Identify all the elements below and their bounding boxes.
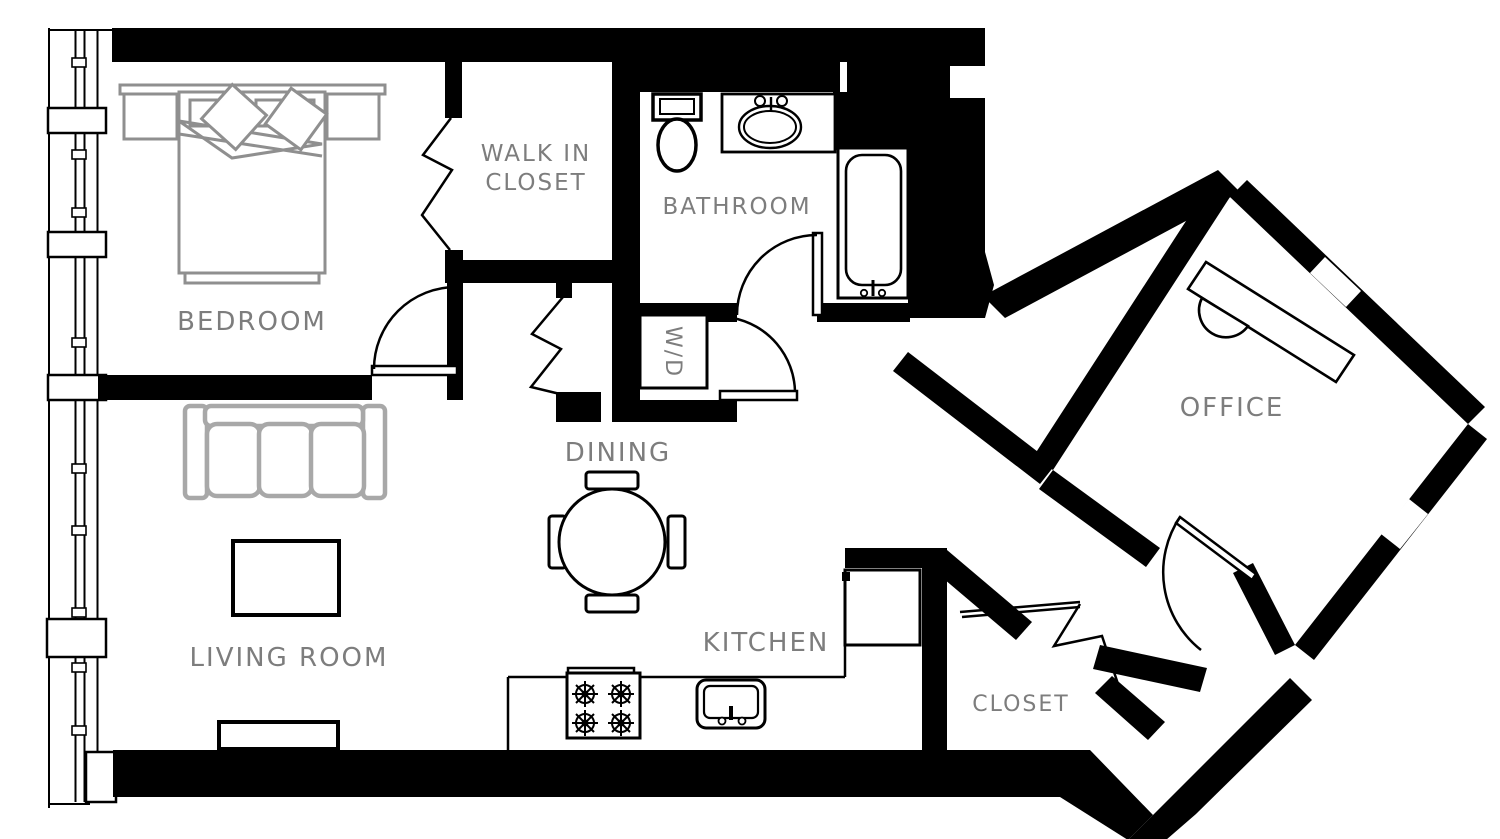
room-labels: BEDROOM WALK IN CLOSET BATHROOM W/D DINI… xyxy=(177,141,1285,717)
window-wall xyxy=(45,28,118,808)
bed-icon xyxy=(177,82,329,285)
swing-door-icon xyxy=(370,231,1258,651)
throw-pillow-icon xyxy=(199,82,269,152)
wall-niche xyxy=(1310,257,1361,307)
desk-chair-icon xyxy=(1197,296,1250,339)
stove-icon xyxy=(565,666,642,740)
office-label: OFFICE xyxy=(1180,393,1285,423)
dining-label: DINING xyxy=(565,438,671,468)
dining-table-icon xyxy=(557,487,667,597)
bathroom-fixtures xyxy=(638,92,910,390)
office-furniture xyxy=(1186,260,1356,384)
bifold-door-icon xyxy=(420,117,1120,685)
living-room-furniture xyxy=(182,403,388,751)
structural-column-icon xyxy=(45,106,118,804)
dining-chair-icon xyxy=(666,514,687,570)
kitchen-sink-icon xyxy=(695,678,767,730)
walls xyxy=(98,28,1487,839)
entry-closet-label: CLOSET xyxy=(972,692,1069,717)
burner-icon xyxy=(572,681,634,736)
bathtub-icon xyxy=(836,146,910,300)
living-room-label: LIVING ROOM xyxy=(190,643,389,673)
counter-icon xyxy=(506,645,847,750)
tv-console-icon xyxy=(217,720,340,751)
bedroom-furniture xyxy=(118,82,387,285)
desk-icon xyxy=(1186,260,1356,384)
sofa-icon xyxy=(182,403,388,501)
throw-pillow-icon xyxy=(263,86,329,152)
wall-niche xyxy=(950,66,985,98)
nightstand-icon xyxy=(325,92,381,141)
dining-chair-icon xyxy=(584,470,640,491)
bedroom-label: BEDROOM xyxy=(177,307,327,337)
kitchen-label: KITCHEN xyxy=(703,628,830,658)
toilet-icon xyxy=(651,92,703,173)
walkin-label-2: CLOSET xyxy=(485,170,586,196)
walkin-label-1: WALK IN xyxy=(481,141,591,167)
vanity-sink-icon xyxy=(720,92,837,154)
refrigerator-icon xyxy=(842,568,922,647)
dining-chair-icon xyxy=(584,593,640,614)
wall-niche xyxy=(1381,499,1428,549)
window-mullion-icon xyxy=(71,57,87,736)
kitchen-area xyxy=(506,568,922,750)
bathroom-label: BATHROOM xyxy=(662,194,811,220)
wd-label: W/D xyxy=(660,326,685,378)
coffee-table-icon xyxy=(231,539,341,617)
washer-dryer-box-icon xyxy=(638,313,709,390)
nightstand-icon xyxy=(122,92,179,141)
dining-furniture xyxy=(547,470,687,614)
